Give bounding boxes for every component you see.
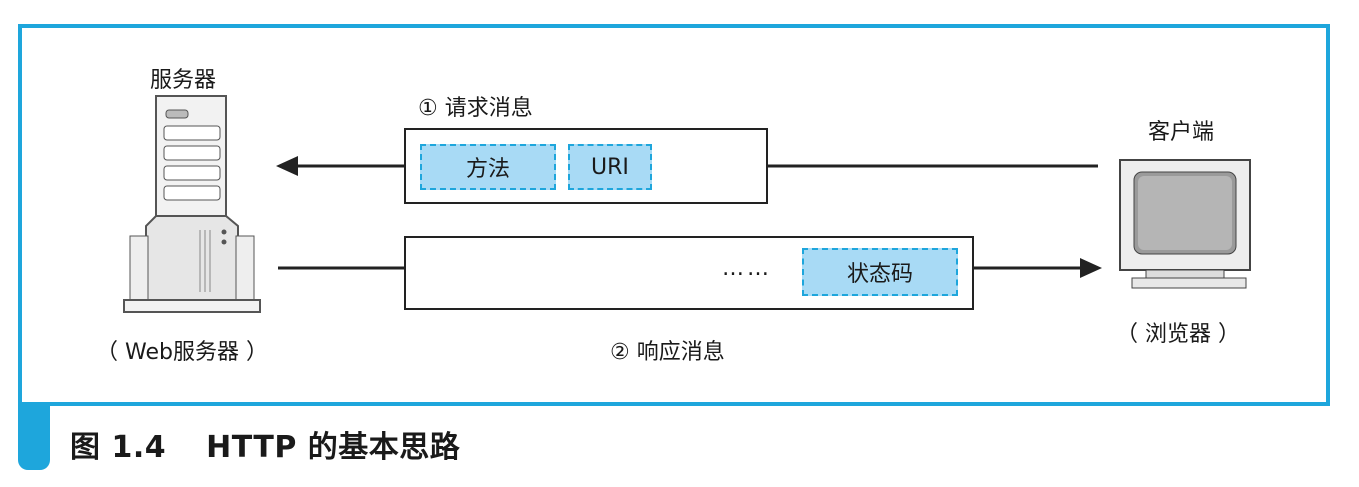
request-arrowhead — [276, 156, 298, 176]
request-field-uri: URI — [568, 144, 652, 190]
request-label: ① 请求消息 — [418, 96, 533, 121]
request-field-method: 方法 — [420, 144, 556, 190]
caption-accent-bar — [18, 406, 50, 470]
response-field-status-code: 状态码 — [802, 248, 958, 296]
response-arrowhead — [1080, 258, 1102, 278]
client-subtitle: （ 浏览器 ） — [1116, 322, 1240, 347]
server-title: 服务器 — [150, 68, 217, 93]
server-icon — [123, 95, 261, 313]
monitor-icon — [1119, 159, 1251, 289]
client-title: 客户端 — [1148, 120, 1215, 145]
figure-number: 图 1.4 — [70, 430, 167, 465]
response-label: ② 响应消息 — [610, 340, 725, 365]
figure-title: HTTP 的基本思路 — [206, 430, 461, 465]
server-subtitle: （ Web服务器 ） — [96, 340, 268, 365]
figure-caption: 图 1.4 HTTP 的基本思路 — [70, 422, 460, 466]
diagram-frame — [18, 24, 1330, 406]
response-ellipsis: …… — [722, 256, 772, 281]
